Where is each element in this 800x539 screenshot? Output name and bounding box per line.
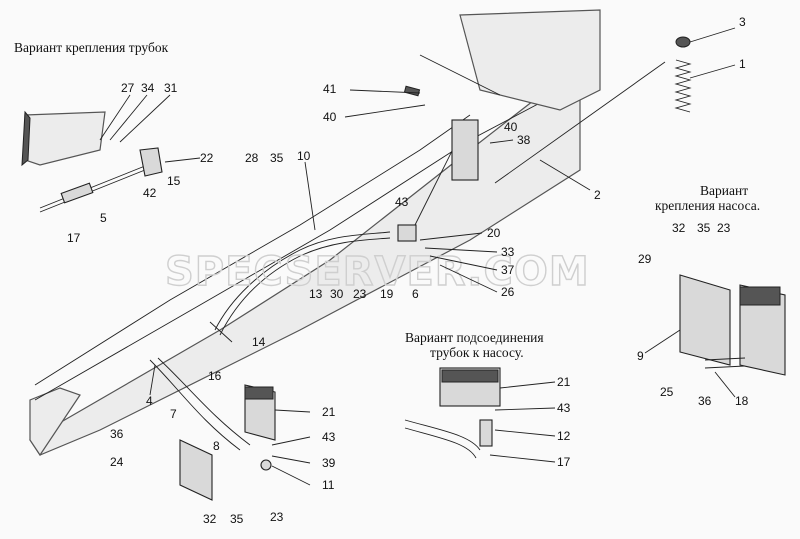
callout-35: 35: [697, 221, 711, 235]
callout-40: 40: [504, 120, 518, 134]
callout-28: 28: [245, 151, 259, 165]
spring-assembly: [494, 36, 692, 184]
callout-41: 41: [323, 82, 337, 96]
callout-22: 22: [200, 151, 214, 165]
callout-23: 23: [270, 510, 284, 524]
callout-32: 32: [672, 221, 686, 235]
callout-9: 9: [637, 349, 644, 363]
callout-4: 4: [146, 394, 153, 408]
callout-38: 38: [517, 133, 531, 147]
callout-31: 31: [164, 81, 178, 95]
pump-connection-inset: [404, 367, 501, 459]
callout-43: 43: [557, 401, 571, 415]
callout-11: 11: [322, 478, 335, 492]
callout-14: 14: [252, 335, 266, 349]
callout-18: 18: [735, 394, 749, 408]
callout-20: 20: [487, 226, 501, 240]
callout-2: 2: [594, 188, 601, 202]
callout-1: 1: [739, 57, 746, 71]
frame-rail: [29, 9, 601, 457]
callout-21: 21: [322, 405, 336, 419]
callout-8: 8: [213, 439, 220, 453]
callout-36: 36: [110, 427, 124, 441]
callout-17: 17: [67, 231, 81, 245]
callout-17: 17: [557, 455, 571, 469]
caption-pump-connect-1: Вариант подсоединения: [405, 330, 544, 345]
tube-lines: [149, 231, 391, 451]
callout-numbers: 3 1 2 41 40 40 38 27 34 31 22 15 42 5 17…: [67, 15, 749, 526]
callout-13: 13: [309, 287, 323, 301]
callout-40: 40: [323, 110, 337, 124]
callout-12: 12: [557, 429, 571, 443]
callout-24: 24: [110, 455, 124, 469]
caption-pump-connect-2: трубок к насосу.: [430, 345, 524, 360]
callout-23: 23: [717, 221, 731, 235]
callout-10: 10: [297, 149, 311, 163]
leader-lines: [99, 27, 736, 486]
callout-43: 43: [395, 195, 409, 209]
callout-16: 16: [208, 369, 222, 383]
tube-mount-inset: [21, 110, 163, 213]
callout-29: 29: [638, 252, 652, 266]
caption-pump-mount-1: Вариант: [700, 183, 748, 198]
cylinder-assembly: [397, 85, 479, 242]
callout-21: 21: [557, 375, 571, 389]
caption-pump-mount-2: крепления насоса.: [655, 198, 760, 213]
watermark-text: SPECSERVER.COM: [165, 249, 590, 295]
callout-23: 23: [353, 287, 367, 301]
callout-30: 30: [330, 287, 344, 301]
callout-33: 33: [501, 245, 515, 259]
callout-6: 6: [412, 287, 419, 301]
callout-19: 19: [380, 287, 394, 301]
callout-43: 43: [322, 430, 336, 444]
callout-26: 26: [501, 285, 515, 299]
caption-tube-mount: Вариант крепления трубок: [14, 40, 169, 55]
callout-34: 34: [141, 81, 155, 95]
callout-27: 27: [121, 81, 135, 95]
callout-15: 15: [167, 174, 181, 188]
callout-36: 36: [698, 394, 712, 408]
callout-39: 39: [322, 456, 336, 470]
pump-mount-inset: [679, 274, 786, 376]
callout-7: 7: [170, 407, 177, 421]
callout-25: 25: [660, 385, 674, 399]
callout-35: 35: [270, 151, 284, 165]
callout-35: 35: [230, 512, 244, 526]
callout-5: 5: [100, 211, 107, 225]
bracket-assembly-lower: [179, 384, 276, 501]
callout-32: 32: [203, 512, 217, 526]
callout-3: 3: [739, 15, 746, 29]
callout-37: 37: [501, 263, 515, 277]
callout-42: 42: [143, 186, 157, 200]
